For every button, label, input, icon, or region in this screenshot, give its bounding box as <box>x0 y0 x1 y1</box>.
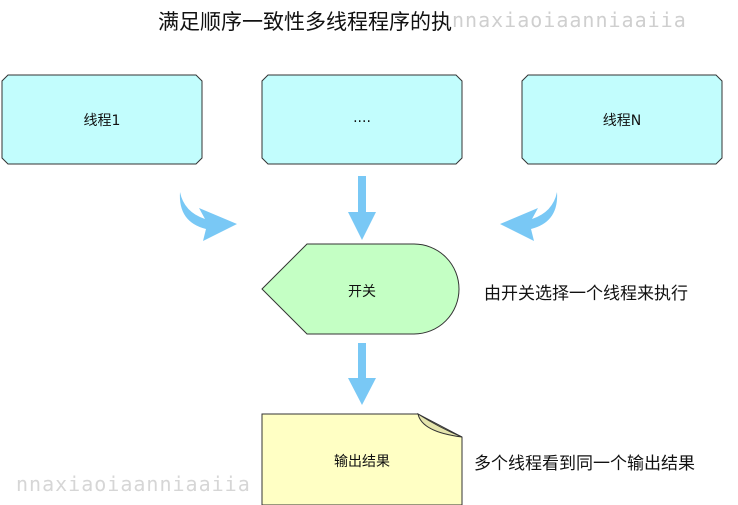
thread-1-box <box>1 74 203 165</box>
watermark-top: nnaxiaoiaanniaaiia <box>452 8 687 32</box>
switch-to-output-arrow <box>348 343 376 405</box>
switch-note: 由开关选择一个线程来执行 <box>484 284 688 304</box>
switch-label: 开关 <box>348 284 376 300</box>
left-curved-arrow <box>179 192 237 241</box>
right-curved-arrow <box>500 192 558 241</box>
watermark-bottom: nnaxiaoiaanniaaiia <box>16 472 251 496</box>
thread-n-label: 线程N <box>602 113 642 129</box>
diagram-title: 满足顺序一致性多线程程序的执 <box>158 10 452 34</box>
output-note: 多个线程看到同一个输出结果 <box>474 454 695 474</box>
thread-1-label: 线程1 <box>83 113 121 129</box>
switch-shape <box>261 243 460 335</box>
output-note-fold <box>417 412 463 438</box>
middle-down-arrow <box>348 176 376 240</box>
output-note-shape <box>261 413 463 505</box>
output-label: 输出结果 <box>334 454 390 470</box>
thread-mid-box <box>261 74 463 165</box>
thread-n-box <box>521 74 723 165</box>
thread-mid-label: .... <box>353 110 371 126</box>
